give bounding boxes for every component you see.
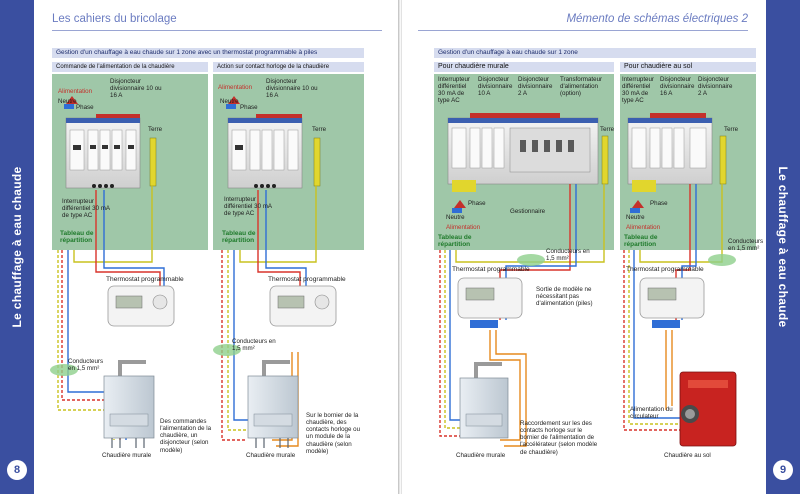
- right-col2-terre-label: Terre: [724, 126, 739, 133]
- left-col2-note: Sur le bornier de la chaudière, des cont…: [306, 412, 361, 455]
- left-col2-thermostat-device: [269, 285, 337, 327]
- right-col2-breaker-board: [627, 113, 727, 213]
- left-col1-thermostat-device: [107, 285, 175, 327]
- right-col1-thermostat-label: Thermostat programmable: [452, 266, 530, 273]
- right-col1-breaker-board: [447, 113, 609, 213]
- left-col1-chaudiere-label: Chaudière murale: [102, 452, 152, 459]
- right-col1-heading: Pour chaudière murale: [434, 62, 614, 72]
- left-col2-conducteurs-label: Conducteurs en 1,5 mm²: [232, 338, 276, 353]
- right-col1-interrupteur-label: Interrupteur différentiel 30 mA de type …: [438, 76, 470, 105]
- right-col1-note: Raccordement sur les des contacts horlog…: [520, 420, 598, 456]
- right-col1-disj1-label: Disjoncteur divisionnaire 10 A: [478, 76, 513, 98]
- left-head-rule: [52, 30, 382, 31]
- right-col2-conducteurs-label: Conducteurs en 1,5 mm²: [728, 238, 764, 253]
- right-col1-disj2-label: Disjoncteur divisionnaire 2 A: [518, 76, 553, 98]
- left-col1-interrupteur-label: Interrupteur différentiel 30 mA de type …: [62, 198, 110, 220]
- left-col2-interrupteur-label: Interrupteur différentiel 30 mA de type …: [224, 196, 272, 218]
- right-col2-tableau-label: Tableau de répartition: [624, 234, 658, 249]
- left-col2-thermostat-label: Thermostat programmable: [268, 276, 346, 283]
- left-col2-chaudiere-label: Chaudière murale: [246, 452, 296, 459]
- right-col1-transfo-label: Transformateur d'alimentation (option): [560, 76, 603, 98]
- left-side-tab: Le chauffage à eau chaude 8: [0, 0, 34, 494]
- right-col2-disj1-label: Disjoncteur divisionnaire 16 A: [660, 76, 695, 98]
- left-col1-disjoncteur-label: Disjoncteur divisionnaire 10 ou 16 A: [110, 78, 162, 100]
- left-col1-thermostat-label: Thermostat programmable: [106, 276, 184, 283]
- left-col1-phase-label: Phase: [76, 104, 94, 111]
- left-page-number: 8: [7, 460, 27, 480]
- left-col1-neutre-label: Neutre: [58, 98, 77, 105]
- left-col2-phase-label: Phase: [240, 104, 258, 111]
- right-col1-alimentation-label: Alimentation: [446, 224, 481, 231]
- left-col1-note: Des commandes l'alimentation de la chaud…: [160, 418, 212, 454]
- right-col1-phase-label: Phase: [468, 200, 486, 207]
- left-col1-heading: Commande de l'alimentation de la chaudiè…: [52, 62, 208, 72]
- left-col2-disjoncteur-label: Disjoncteur divisionnaire 10 ou 16 A: [266, 78, 318, 100]
- right-col1-sortie-label: Sortie de modèle ne nécessitant pas d'al…: [536, 286, 593, 308]
- right-running-head: Mémento de schémas électriques 2: [566, 13, 748, 25]
- right-col2-floor-boiler: [679, 371, 737, 447]
- right-col1-tableau-label: Tableau de répartition: [438, 234, 472, 249]
- right-col1-terre-label: Terre: [600, 126, 615, 133]
- right-col1-chaudiere-label: Chaudière murale: [456, 452, 506, 459]
- right-col2-neutre-label: Neutre: [626, 214, 645, 221]
- left-col2-terre-label: Terre: [312, 126, 327, 133]
- right-side-tab: Le chauffage à eau chaude 9: [766, 0, 800, 494]
- right-col2-thermostat-label: Thermostat programmable: [626, 266, 704, 273]
- right-col2-chaudiere-label: Chaudière au sol: [664, 452, 711, 459]
- right-col2-alimentation-label: Alimentation: [626, 224, 661, 231]
- right-page-number: 9: [773, 460, 793, 480]
- book-gutter: [398, 0, 402, 494]
- left-col2-heading: Action sur contact horloge de la chaudiè…: [213, 62, 364, 72]
- right-col1-gestionnaire-label: Gestionnaire: [510, 208, 546, 215]
- right-col1-neutre-label: Neutre: [446, 214, 465, 221]
- right-col2-heading: Pour chaudière au sol: [620, 62, 756, 72]
- left-col2-breaker-board: [227, 114, 321, 189]
- left-col1-terre-label: Terre: [148, 126, 163, 133]
- left-col1-conducteurs-label: Conducteurs en 1,5 mm²: [68, 358, 104, 373]
- left-col1-tableau-label: Tableau de répartition: [60, 230, 94, 245]
- left-col2-alimentation-label: Alimentation: [218, 84, 253, 91]
- left-running-head: Les cahiers du bricolage: [52, 13, 177, 25]
- right-col2-disj2-label: Disjoncteur divisionnaire 2 A: [698, 76, 733, 98]
- right-col1-thermostat-device: [457, 277, 523, 328]
- left-col1-boiler: [103, 360, 155, 448]
- left-col2-boiler: [247, 360, 299, 448]
- right-col1-conducteurs-label: Conducteurs en 1,5 mm²: [546, 248, 590, 263]
- right-section-title: Gestion d'un chauffage à eau chaude sur …: [434, 48, 756, 58]
- left-col2-neutre-label: Neutre: [220, 98, 239, 105]
- right-head-rule: [418, 30, 748, 31]
- right-col2-circulateur-label: Alimentation du circulateur: [630, 406, 673, 421]
- right-col2-phase-label: Phase: [650, 200, 668, 207]
- left-supply-markers: [64, 96, 240, 109]
- left-col1-breaker-board: [65, 114, 157, 189]
- left-col2-tableau-label: Tableau de répartition: [222, 230, 256, 245]
- right-col1-boiler: [459, 362, 509, 439]
- right-col2-interrupteur-label: Interrupteur différentiel 30 mA de type …: [622, 76, 654, 105]
- left-col1-alimentation-label: Alimentation: [58, 88, 93, 95]
- left-section-title: Gestion d'un chauffage à eau chaude sur …: [52, 48, 364, 58]
- right-col2-thermostat-device: [639, 277, 705, 328]
